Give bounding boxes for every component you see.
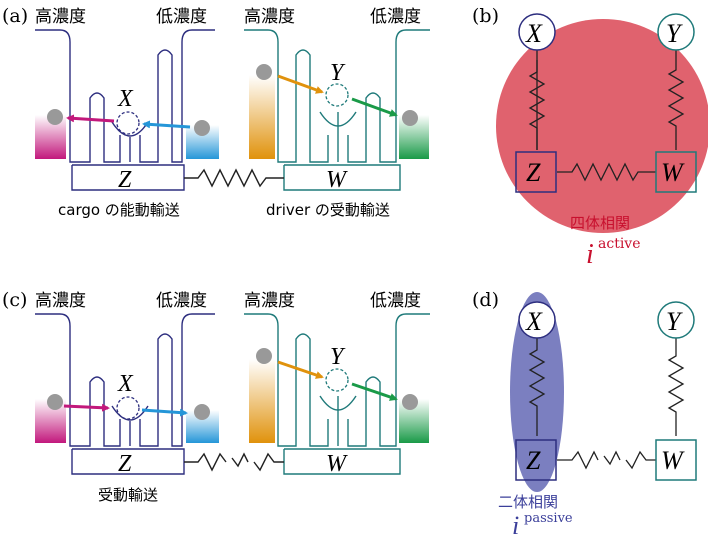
- zw-broken-spring-right: [253, 452, 284, 472]
- panel-a-low-conc-right: 低濃度: [370, 7, 421, 27]
- arrow-from-low-cargo: [142, 120, 191, 129]
- panel-d-label: (d): [472, 289, 499, 311]
- x-binding-site-c: [116, 396, 140, 420]
- panel-c-low-conc-left: 低濃度: [156, 291, 207, 311]
- panel-a-high-conc-left: 高濃度: [35, 7, 86, 27]
- panel-a-high-conc-right: 高濃度: [244, 7, 295, 27]
- cargo-molecule-low-c: [194, 404, 210, 420]
- panel-b: (b) X Y Z W 四体相関 i active: [472, 5, 708, 270]
- driver-reservoir-high-c: [249, 359, 275, 443]
- panel-c-x-label: X: [117, 371, 134, 397]
- panel-d-z-label: Z: [526, 446, 541, 475]
- panel-a-low-conc-left: 低濃度: [156, 7, 207, 27]
- zw-spring: [184, 168, 284, 188]
- panel-a-cargo-caption: cargo の能動輸送: [58, 201, 180, 219]
- node-z-d: [515, 439, 557, 481]
- panel-a-driver-caption: driver の受動輸送: [266, 201, 390, 219]
- cargo-channel-c: [35, 313, 215, 475]
- bzw-spring: [557, 162, 656, 182]
- dzw-broken-spring-right: [625, 450, 656, 470]
- panel-a-label: (a): [2, 5, 28, 27]
- panel-d-i-symbol: i: [512, 511, 519, 539]
- node-y: [657, 13, 695, 51]
- panel-b-w-label: W: [661, 158, 685, 187]
- panel-c: (c) 高濃度 低濃度 高濃度 低濃度 X Z: [2, 289, 430, 504]
- panel-c-high-conc-left: 高濃度: [35, 291, 86, 311]
- driver-molecule-low-c: [402, 394, 418, 410]
- y-binding-site-c: [325, 368, 349, 392]
- panel-c-caption: 受動輸送: [98, 486, 158, 504]
- driver-channel: [244, 29, 430, 191]
- driver-molecule-high: [256, 64, 272, 80]
- panel-c-y-label: Y: [330, 344, 346, 370]
- arrow-from-high-driver-c: [277, 360, 324, 379]
- dzw-broken-spring-left: [557, 450, 599, 470]
- panel-c-high-conc-right: 高濃度: [244, 291, 295, 311]
- panel-b-label: (b): [472, 5, 499, 27]
- node-w: [655, 151, 697, 193]
- arrow-to-low-cargo-c: [141, 408, 188, 417]
- panel-a-w-label: W: [326, 167, 348, 193]
- node-x: [518, 13, 556, 51]
- cargo-molecule-high-c: [47, 394, 63, 410]
- arrow-from-high-driver: [277, 74, 324, 94]
- two-body-correlation-region: [510, 292, 564, 492]
- driver-channel-c: [244, 313, 430, 475]
- node-w-d: [655, 439, 697, 481]
- panel-b-i-symbol: i: [586, 239, 594, 270]
- node-z: [515, 151, 557, 193]
- driver-reservoir-high: [249, 75, 275, 159]
- cargo-channel: [35, 29, 215, 191]
- panel-d-w-label: W: [661, 446, 685, 475]
- panel-b-i-superscript: active: [598, 236, 641, 252]
- driver-molecule-high-c: [256, 348, 272, 364]
- panel-d-y-label: Y: [666, 307, 683, 336]
- arrow-to-low-driver-c: [351, 382, 398, 401]
- panel-a: (a) 高濃度 低濃度 高濃度 低濃度 X Z: [2, 5, 430, 219]
- panel-c-low-conc-right: 低濃度: [370, 291, 421, 311]
- panel-b-y-label: Y: [666, 19, 683, 48]
- arrow-to-high-cargo: [66, 114, 115, 123]
- panel-d-x-label: X: [525, 307, 543, 336]
- cargo-molecule-low: [194, 120, 210, 136]
- panel-b-z-label: Z: [526, 158, 541, 187]
- panel-d-i-superscript: passive: [524, 511, 573, 526]
- y-binding-site: [325, 83, 349, 107]
- panel-a-y-label: Y: [330, 60, 346, 86]
- four-body-correlation-region: [496, 19, 708, 233]
- panel-b-x-label: X: [525, 19, 543, 48]
- arrow-from-high-cargo-c: [63, 403, 110, 412]
- x-binding-site: [116, 111, 140, 135]
- cargo-molecule-high: [47, 109, 63, 125]
- panel-a-z-label: Z: [118, 167, 132, 193]
- bxz-spring: [528, 60, 546, 150]
- zw-broken-spring-left: [184, 452, 227, 472]
- dyw-spring: [667, 338, 685, 436]
- panel-a-x-label: X: [117, 86, 134, 112]
- node-y-d: [657, 301, 695, 339]
- panel-c-w-label: W: [326, 451, 348, 477]
- arrow-to-low-driver: [351, 97, 398, 117]
- driver-molecule-low: [402, 110, 418, 126]
- dxz-spring: [528, 338, 546, 436]
- node-x-d: [518, 301, 556, 339]
- panel-d: (d) X Y Z W 二体相関 i passive: [472, 289, 697, 539]
- panel-c-z-label: Z: [118, 451, 132, 477]
- panel-c-label: (c): [2, 289, 27, 311]
- zw-broken-spring-mid: [231, 452, 249, 468]
- panel-b-correlation-label: 四体相関: [570, 214, 630, 232]
- panel-d-correlation-label: 二体相関: [498, 493, 558, 511]
- byw-spring: [667, 48, 685, 150]
- dzw-broken-spring-mid: [603, 450, 621, 466]
